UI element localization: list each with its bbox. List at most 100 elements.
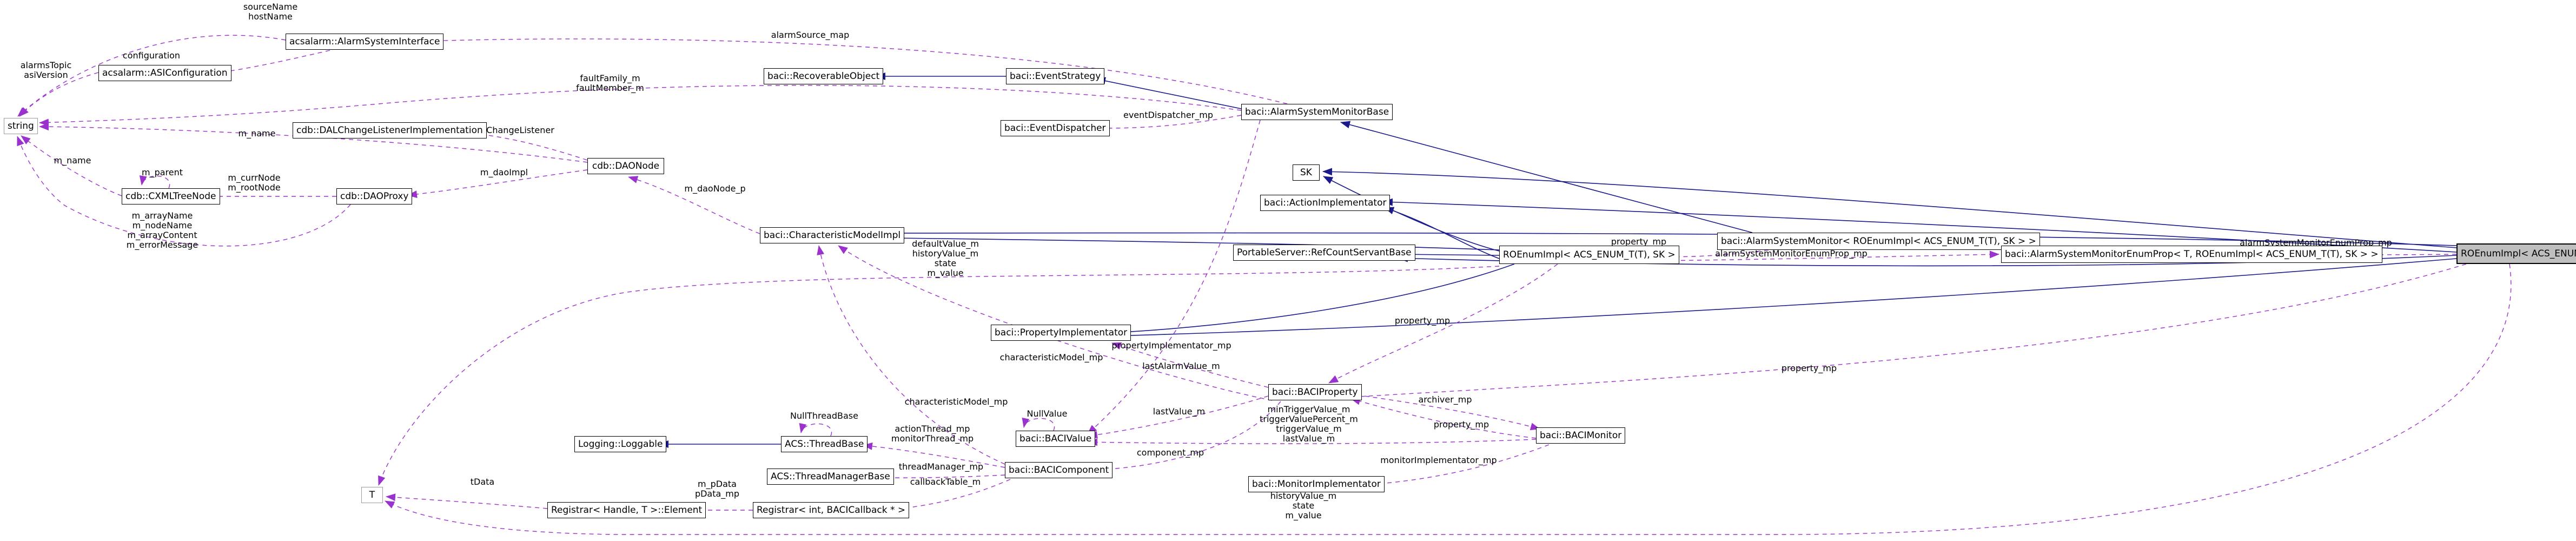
edge-value-to-charmodel: [817, 245, 1005, 465]
node-monitor-implementator[interactable]: baci::MonitorImplementator: [1248, 476, 1385, 492]
edge-charmodel-to-daonode: [628, 176, 760, 234]
node-ro-enum-impl-c[interactable]: ROEnumImpl< ACS_ENUM_C >: [2456, 243, 2576, 264]
edge-roet-to-t: [378, 266, 1500, 486]
edge-label-monitor-to-value: minTriggerValue_m triggerValuePercent_m …: [1260, 404, 1358, 444]
node-alarm-system-monitor-base[interactable]: baci::AlarmSystemMonitorBase: [1241, 104, 1393, 120]
node-action-implementator[interactable]: baci::ActionImplementator: [1260, 195, 1390, 211]
node-ref-count-servant-base[interactable]: PortableServer::RefCountServantBase: [1233, 245, 1415, 261]
node-baci-property[interactable]: baci::BACIProperty: [1268, 384, 1362, 400]
edge-asi-to-string-source: [17, 35, 286, 117]
edge-label-daonode-to-daoproxy: m_daoImpl: [480, 167, 528, 177]
edge-cxml-to-string: [21, 135, 122, 196]
node-registrar-element[interactable]: Registrar< Handle, T >::Element: [547, 502, 706, 518]
node-dao-node[interactable]: cdb::DAONode: [587, 158, 664, 174]
edge-label-element-to-t: tData: [470, 477, 495, 487]
node-event-strategy[interactable]: baci::EventStrategy: [1006, 68, 1105, 84]
edge-roec-to-charmodel: [892, 229, 2457, 246]
edge-label-asi-to-asiconf: configuration: [122, 50, 181, 61]
edge-threadbase-self-null: [799, 423, 832, 437]
edge-label-component-to-threadmgr: threadManager_mp: [898, 461, 984, 472]
edge-roet-to-charmodel: [892, 234, 1500, 250]
node-string[interactable]: string: [4, 118, 38, 134]
edge-monitor-to-property: [1350, 397, 1537, 439]
edge-label-threadbase-self-null: NullThreadBase: [790, 411, 858, 421]
node-thread-base[interactable]: ACS::ThreadBase: [781, 436, 868, 452]
edge-label-property-to-monitor: archiver_mp: [1418, 394, 1472, 405]
edge-label-roet-to-enumprop: alarmSystemMonitorEnumProp_mp: [1715, 248, 1868, 259]
node-recoverable-object[interactable]: baci::RecoverableObject: [764, 68, 884, 84]
edge-asmb-to-string-fault: [39, 85, 1242, 127]
edge-roec-to-sk: [1322, 168, 2457, 248]
node-t-param[interactable]: T: [361, 487, 383, 503]
edge-label-value-to-charmodel: characteristicModel_mp: [904, 397, 1008, 407]
edge-cxml-self-parent: [139, 175, 170, 189]
edge-label-monitor-to-monimpl: monitorImplementator_mp: [1380, 455, 1497, 465]
edge-label-asmb-to-asi: alarmSource_map: [771, 30, 850, 40]
edge-component-to-threadbase: [863, 442, 1005, 468]
node-alarm-system-monitor[interactable]: baci::AlarmSystemMonitor< ROEnumImpl< AC…: [1717, 233, 2040, 250]
edge-roet-to-enumprop: [1648, 250, 1999, 261]
edge-roet-to-property: [1328, 263, 1558, 384]
node-cxml-tree-node[interactable]: cdb::CXMLTreeNode: [122, 188, 220, 204]
node-dao-proxy[interactable]: cdb::DAOProxy: [336, 188, 413, 204]
edge-label-value-self-null: NullValue: [1027, 408, 1068, 419]
node-baci-value[interactable]: baci::BACIValue: [1016, 431, 1096, 447]
edge-label-component-to-threadbase: actionThread_mp monitorThread_mp: [891, 424, 974, 444]
edge-value-self-null: [1022, 417, 1055, 431]
edge-label-roet-to-property: property_mp: [1394, 315, 1451, 326]
edge-label-cxml-to-string: m_name: [54, 155, 91, 166]
edge-asiconf-to-string: [19, 72, 99, 117]
node-event-dispatcher[interactable]: baci::EventDispatcher: [1001, 120, 1110, 136]
node-ro-enum-impl-t[interactable]: ROEnumImpl< ACS_ENUM_T(T), SK >: [1499, 246, 1679, 264]
node-alarm-system-interface[interactable]: acsalarm::AlarmSystemInterface: [286, 34, 444, 50]
edge-property-to-charmodel: [838, 245, 1273, 401]
edge-roet-to-refcount: [1398, 250, 1500, 259]
edge-property-to-propimpl: [1111, 342, 1269, 388]
edge-daonode-to-dal: [453, 128, 588, 161]
node-asi-configuration[interactable]: acsalarm::ASIConfiguration: [98, 65, 231, 81]
edge-label-daoproxy-to-cxml: m_currNode m_rootNode: [228, 173, 281, 193]
edge-label-property-to-charmodel: characteristicModel_mp: [999, 352, 1103, 362]
edge-label-asm-to-roet: property_mp: [1611, 236, 1667, 247]
edge-label-cxml-self-parent: m_parent: [141, 167, 183, 177]
edge-label-daonode-to-string: m_name: [238, 128, 276, 138]
edge-label-asmb-to-eventdispatcher: eventDispatcher_mp: [1123, 110, 1214, 120]
edge-asmb-to-asi: [424, 37, 1288, 104]
edge-label-asmb-to-value: lastAlarmValue_m: [1142, 361, 1220, 371]
edge-daonode-to-daoproxy: [407, 169, 588, 198]
edge-element-to-t: [386, 493, 548, 509]
edge-roet-to-propimpl: [1112, 263, 1515, 337]
edge-label-asmb-to-string-fault: faultFamily_m faultMember_m: [576, 73, 644, 93]
node-loggable[interactable]: Logging::Loggable: [574, 436, 667, 452]
edge-monitor-to-value: [1088, 438, 1537, 446]
edge-label-roec-to-enumprop: alarmSystemMonitorEnumProp_mp: [2240, 237, 2392, 248]
node-characteristic-model-impl[interactable]: baci::CharacteristicModelImpl: [760, 227, 905, 243]
node-baci-component[interactable]: baci::BACIComponent: [1005, 462, 1113, 478]
edge-asm-to-asmb: [1340, 121, 1753, 233]
edge-label-property-to-value: lastValue_m: [1153, 406, 1206, 417]
edge-asmb-to-value: [1087, 120, 1261, 434]
edge-label-property-to-component: component_mp: [1136, 447, 1204, 458]
node-thread-manager-base[interactable]: ACS::ThreadManagerBase: [767, 469, 894, 485]
edge-roet-to-sk: [1323, 176, 1500, 252]
node-dal-change-listener[interactable]: cdb::DALChangeListenerImplementation: [293, 122, 487, 138]
edge-label-roec-to-property: property_mp: [1781, 363, 1837, 373]
edge-label-daoproxy-to-string: m_arrayName m_nodeName m_arrayContent m_…: [126, 210, 198, 250]
edge-roec-to-propimpl: [1112, 258, 2457, 340]
node-sk[interactable]: SK: [1293, 164, 1320, 181]
edge-label-component-to-registrar: callbackTable_m: [910, 477, 981, 487]
edge-label-roet-to-t: defaultValue_m historyValue_m state m_va…: [912, 239, 979, 278]
edge-label-monitor-to-property: property_mp: [1433, 419, 1489, 430]
edge-label-property-to-propimpl: propertyImplementator_mp: [1111, 340, 1231, 351]
edge-roec-to-action: [1383, 198, 2457, 253]
node-alarm-system-monitor-enum-prop[interactable]: baci::AlarmSystemMonitorEnumProp< T, ROE…: [2001, 246, 2382, 263]
edge-monitor-to-monimpl: [1366, 444, 1549, 488]
node-property-implementator[interactable]: baci::PropertyImplementator: [991, 325, 1131, 341]
node-baci-monitor[interactable]: baci::BACIMonitor: [1536, 427, 1626, 444]
node-registrar-callback[interactable]: Registrar< int, BACICallback * >: [753, 502, 910, 518]
edge-roec-to-property: [1350, 263, 2467, 400]
edge-label-asi-to-string-source: sourceName hostName: [243, 2, 298, 22]
edge-property-to-component: [1101, 401, 1281, 473]
edge-label-registrar-to-element: m_pData pData_mp: [694, 479, 740, 499]
